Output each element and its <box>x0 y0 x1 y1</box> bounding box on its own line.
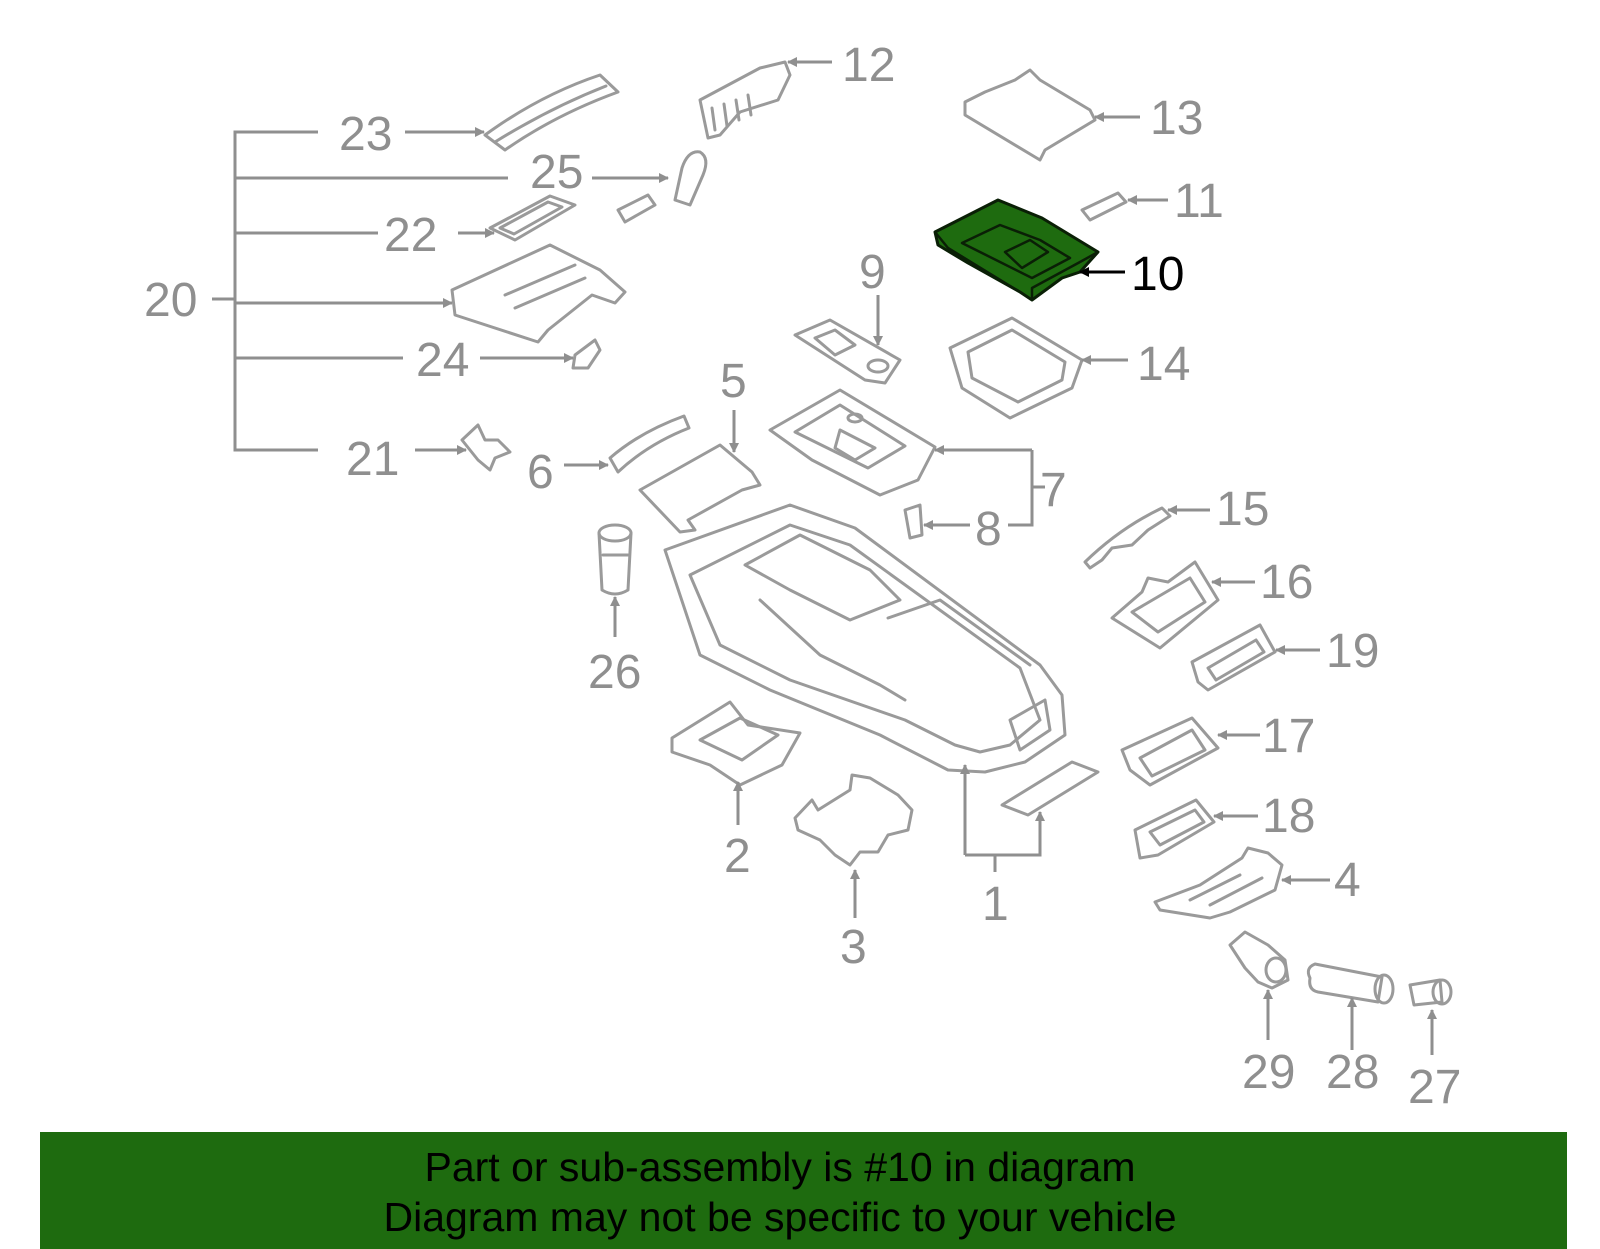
part-11 <box>1080 191 1168 222</box>
part-16 <box>1110 560 1255 650</box>
part-17 <box>1120 716 1260 787</box>
part-23 <box>405 73 620 152</box>
part-26 <box>597 523 633 637</box>
label-18: 18 <box>1262 790 1315 843</box>
part-12 <box>698 57 832 140</box>
label-17: 17 <box>1262 710 1315 763</box>
part-4 <box>1153 846 1330 920</box>
part-10-highlighted <box>933 198 1125 302</box>
label-4: 4 <box>1334 854 1361 907</box>
part-5 <box>638 410 762 534</box>
label-2: 2 <box>724 830 751 883</box>
label-24: 24 <box>416 334 469 387</box>
label-5: 5 <box>720 355 747 408</box>
part-14 <box>948 316 1128 420</box>
parts-diagram: 23 12 25 22 20 24 21 6 5 9 7 8 13 11 10 … <box>144 39 1461 1114</box>
part-6 <box>564 414 691 474</box>
part-27 <box>1408 978 1453 1055</box>
banner-line-1: Part or sub-assembly is #10 in diagram <box>424 1144 1136 1190</box>
label-14: 14 <box>1137 338 1190 391</box>
group-20-bracket <box>212 130 508 452</box>
label-8: 8 <box>975 503 1002 556</box>
part-20-panel <box>450 243 627 344</box>
label-10: 10 <box>1131 248 1184 301</box>
label-21: 21 <box>346 433 399 486</box>
label-22: 22 <box>384 209 437 262</box>
part-24 <box>480 338 602 370</box>
info-banner: Part or sub-assembly is #10 in diagram D… <box>40 1132 1567 1249</box>
part-13 <box>963 68 1140 162</box>
part-2 <box>670 700 802 825</box>
part-19 <box>1190 623 1320 692</box>
part-7 <box>768 388 1045 527</box>
label-25: 25 <box>530 146 583 199</box>
part-9 <box>793 295 902 385</box>
label-12: 12 <box>842 39 895 92</box>
label-16: 16 <box>1260 556 1313 609</box>
banner-line-2: Diagram may not be specific to your vehi… <box>383 1194 1177 1240</box>
label-3: 3 <box>840 921 867 974</box>
label-13: 13 <box>1150 92 1203 145</box>
part-22 <box>458 194 577 242</box>
label-7: 7 <box>1040 464 1067 517</box>
label-1: 1 <box>982 878 1009 931</box>
part-1-console <box>663 503 1067 872</box>
label-23: 23 <box>339 108 392 161</box>
part-8 <box>903 503 970 540</box>
label-26: 26 <box>588 646 641 699</box>
label-29: 29 <box>1242 1046 1295 1099</box>
label-28: 28 <box>1326 1046 1379 1099</box>
label-9: 9 <box>859 246 886 299</box>
label-19: 19 <box>1326 625 1379 678</box>
label-27: 27 <box>1408 1061 1461 1114</box>
part-15 <box>1083 505 1210 570</box>
part-21 <box>415 423 512 472</box>
part-18 <box>1133 798 1258 860</box>
part-1-strip <box>1000 760 1100 817</box>
label-11: 11 <box>1174 175 1224 228</box>
part-3 <box>793 773 914 918</box>
label-15: 15 <box>1216 483 1269 536</box>
label-6: 6 <box>527 446 554 499</box>
label-20: 20 <box>144 274 197 327</box>
part-29 <box>1228 930 1290 1040</box>
part-25 <box>592 150 708 224</box>
part-28 <box>1306 962 1395 1050</box>
